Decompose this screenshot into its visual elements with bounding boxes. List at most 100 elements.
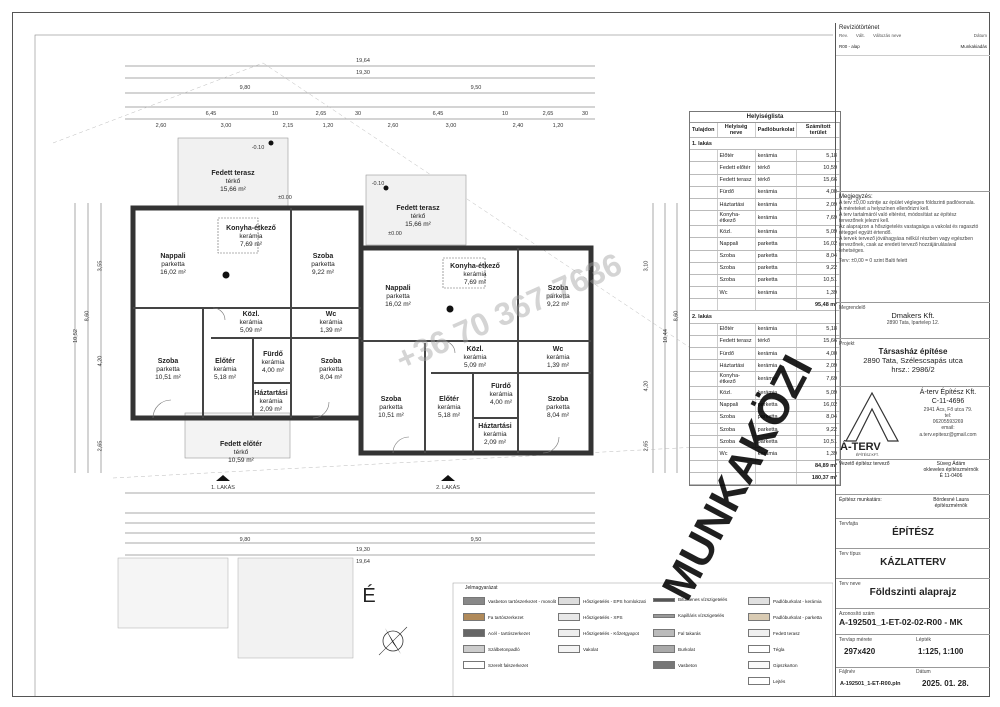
room-area: 2,09 — [796, 359, 840, 373]
room-floor: kerámia — [755, 186, 798, 199]
room-floor: kerámia — [755, 286, 798, 300]
room-floor: parketta — [755, 262, 798, 275]
room-floor: kerámia — [755, 359, 798, 373]
firm-reg: C-11-4696 — [931, 397, 965, 405]
dim-left: 10,52 — [72, 329, 79, 343]
room-area: 7,69 — [796, 210, 840, 227]
dim-top-2: 19,30 — [356, 70, 370, 76]
logo-sub: ÉPÍTÉSZ KFT. — [856, 453, 879, 457]
project-name: Társasház építése — [878, 347, 948, 356]
dim-top-4: 2,65 — [542, 111, 554, 117]
dim-right: 3,10 — [643, 260, 650, 272]
note-line: tervezőnek jelezni kell. — [839, 218, 890, 224]
note-line: A tervek tervező jóváhagyása nélkül rész… — [839, 236, 973, 242]
legend-item: Hőszigetelés - EPS homlokzati — [558, 597, 646, 605]
datum-line: Terv: ±0,00 = 0 szint Balti felett — [839, 258, 908, 264]
legend-item: Szerelt falszerkezet — [463, 661, 528, 669]
sum-1: 95,48 m² — [796, 298, 840, 312]
dim-top-5: 2,40 — [512, 123, 524, 129]
drawing-sheet: 19,64 19,30 9,80 9,50 6,45 10 2,65 30 6,… — [12, 12, 990, 697]
legend-item: Lejtés — [748, 677, 785, 685]
plan-type: Terv típus KÁZLATTERV — [836, 549, 990, 579]
client: Megrendelő Dmakers Kft. 2890 Tata, Ipart… — [836, 303, 990, 339]
date-value: 2025. 01. 28. — [922, 679, 969, 688]
room-floor: parketta — [755, 274, 798, 288]
file-value: A-192501_1-ET-R00.pln — [840, 681, 901, 687]
rev-col: Vált. — [855, 33, 865, 38]
col-owner: Tulajdon — [690, 123, 718, 138]
name-label: Terv neve — [839, 581, 861, 587]
elevation: -0.10 — [371, 181, 385, 187]
team-title: építészmérnök — [934, 503, 968, 509]
room-floor: parketta — [755, 250, 798, 263]
rev-desc: Munkakiadás — [960, 44, 987, 49]
room-floor: kerámia — [755, 386, 798, 400]
room-area: 8,04 — [796, 250, 840, 263]
section-2: 2. lakás — [690, 310, 840, 324]
firm-logo-icon — [844, 391, 900, 442]
revision-title: Revíziótörténet — [839, 25, 880, 31]
plan-name: Terv neve Földszinti alaprajz — [836, 579, 990, 609]
dim-top-4: 10 — [271, 111, 279, 117]
scale-value: 1:125, 1:100 — [918, 647, 964, 656]
dim-bottom-3a: 9,80 — [239, 537, 251, 543]
dim-top-4: 6,45 — [205, 111, 217, 117]
file-label: Fájlnév — [839, 669, 856, 675]
id-value: A-192501_1-ET-02-02-R00 - MK — [839, 617, 963, 627]
legend-item: Tégla — [748, 645, 785, 653]
room-floor: kerámia — [755, 347, 798, 361]
dim-top-5: 2,15 — [282, 123, 294, 129]
legend-item: Padlóburkolat - parketta — [748, 613, 822, 621]
lead-name: Süveg Ádám — [936, 461, 966, 467]
room-name: Fürdő — [717, 347, 756, 361]
room-name: Szoba — [717, 435, 756, 449]
dim-right: 8,60 — [673, 310, 680, 322]
note-line: A terv ±0,00 szintje az épület végleges … — [839, 200, 975, 206]
client-label: Megrendelő — [839, 305, 866, 311]
dim-left: 4,20 — [97, 355, 104, 367]
rev-col: Változás neve — [872, 33, 902, 38]
room-name: Közl. — [717, 386, 756, 400]
project-hrsz: hrsz.: 2986/2 — [891, 365, 935, 374]
legend-item: Kapilláris vízszigetelés — [653, 613, 724, 618]
room-name: Konyha-étkező — [717, 371, 756, 388]
note-line: A méreteket a helyszínen ellenőrizni kel… — [839, 206, 930, 212]
col-area: Számított terület — [796, 123, 840, 138]
elevation: ±0.00 — [278, 195, 292, 201]
client-name: Dmakers Kft. — [891, 311, 935, 320]
note-line: tervezőnek, csak az eredeti tervező hozz… — [839, 242, 957, 248]
room-floor: kerámia — [755, 323, 798, 336]
room-name: Háztartási — [717, 198, 756, 212]
floor-plan: 19,64 19,30 9,80 9,50 6,45 10 2,65 30 6,… — [13, 13, 833, 696]
room-area: 5,09 — [796, 225, 840, 239]
room-name: Fürdő — [717, 186, 756, 199]
rev-col: Rev. — [839, 33, 848, 38]
room-area: 16,02 — [796, 399, 840, 412]
room-name: Fedett terasz — [717, 335, 756, 349]
title-block: Revíziótörténet Rev. Vált. Változás neve… — [835, 23, 990, 696]
room-floor: kerámia — [755, 371, 798, 388]
revision-history: Revíziótörténet Rev. Vált. Változás neve… — [836, 23, 990, 192]
room-area: 8,04 — [796, 411, 840, 424]
lead-id: É 11-0406 — [939, 473, 963, 479]
room-name: Konyha-étkező — [717, 210, 756, 227]
client-addr: 2890 Tata, Ipartelep 12. — [886, 320, 940, 326]
dim-bottom-total: 19,64 — [356, 559, 370, 565]
room-floor: kerámia — [755, 225, 798, 239]
